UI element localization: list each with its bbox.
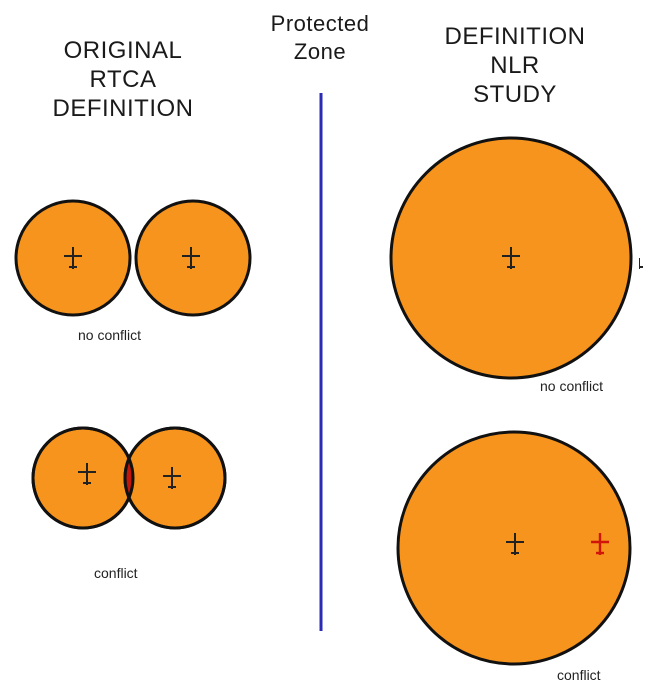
aircraft-icon xyxy=(64,247,82,269)
aircraft-icon xyxy=(163,467,181,489)
heading-protected-zone: Protected Zone xyxy=(250,10,390,66)
heading-line: Protected xyxy=(270,11,370,36)
aircraft-icon xyxy=(502,247,520,269)
caption-nlr-conflict: conflict xyxy=(557,667,601,683)
rtca-zone-circle xyxy=(134,199,252,317)
aircraft-icon xyxy=(182,247,200,269)
rtca-zone-outline xyxy=(31,426,135,530)
heading-line: DEFINITION xyxy=(444,23,586,50)
heading-definition-nlr-study: DEFINITION NLR STUDY xyxy=(410,22,620,109)
aircraft-icon xyxy=(506,533,524,555)
heading-line: DEFINITION xyxy=(52,95,194,122)
caption-rtca-conflict: conflict xyxy=(94,565,138,581)
aircraft-icon xyxy=(639,258,643,269)
caption-nlr-no-conflict: no conflict xyxy=(540,378,604,394)
heading-line: Zone xyxy=(293,39,347,64)
rtca-zone-outline xyxy=(123,426,227,530)
aircraft-icon xyxy=(78,463,96,485)
heading-original-rtca-definition: ORIGINAL RTCA DEFINITION xyxy=(18,36,228,123)
heading-line: RTCA xyxy=(89,66,157,93)
aircraft-icon-intruder xyxy=(591,533,609,555)
heading-line: ORIGINAL xyxy=(63,37,183,64)
heading-line: NLR xyxy=(490,52,540,79)
caption-rtca-no-conflict: no conflict xyxy=(78,327,142,343)
heading-line: STUDY xyxy=(473,81,557,108)
